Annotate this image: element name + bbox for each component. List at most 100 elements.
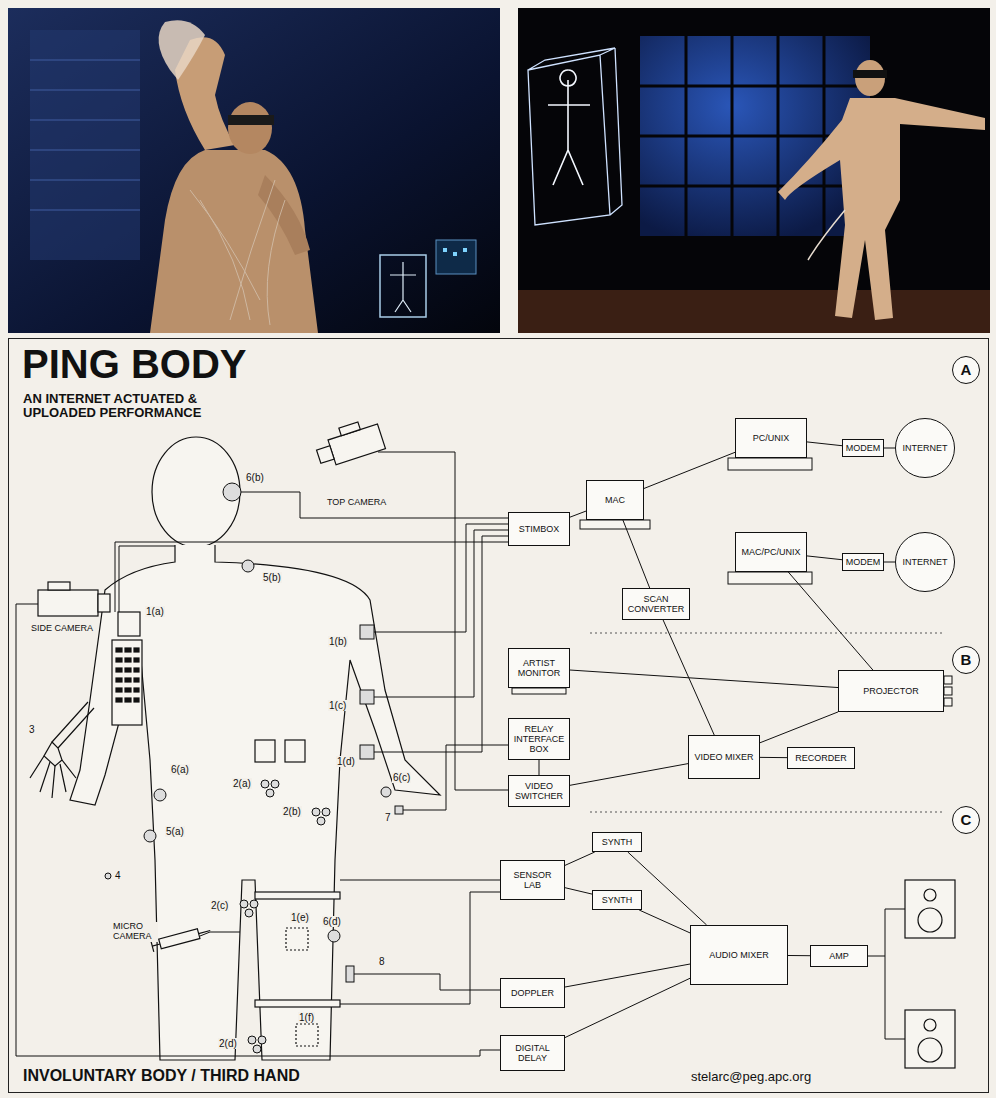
node-text: SYNTH	[602, 895, 633, 905]
connector-line	[565, 964, 690, 987]
mixer-box: AUDIO MIXER	[690, 925, 788, 985]
node-text: MAC	[605, 495, 625, 505]
connector-line	[807, 442, 842, 446]
connector-line	[539, 760, 540, 775]
connector-line	[807, 556, 842, 560]
callout-number: 2(b)	[282, 806, 302, 817]
callout-number: 5(a)	[165, 826, 185, 837]
section-marker: C	[952, 806, 980, 834]
callout-number: 4	[114, 870, 122, 881]
monitor: ARTIST MONITOR	[508, 648, 570, 688]
speaker-symbol	[905, 880, 955, 1068]
signal-wire	[16, 452, 508, 1056]
connector-line	[565, 888, 592, 894]
sensor-box: SENSOR LAB	[500, 860, 565, 900]
computer: PC/UNIX	[735, 418, 807, 458]
connector-line	[788, 572, 873, 670]
synth-box: SYNTH	[592, 890, 642, 910]
network-circle: INTERNET	[895, 418, 955, 478]
node-text: INTERNET	[903, 557, 948, 567]
computer: MAC	[586, 480, 644, 520]
camera-symbol	[38, 416, 385, 952]
callout-number: 3	[28, 724, 36, 735]
callout-number: 2(c)	[210, 900, 229, 911]
recorder-box: RECORDER	[787, 747, 855, 769]
callout-number: 2(a)	[232, 778, 252, 789]
node-text: RELAY INTERFACE BOX	[512, 724, 566, 754]
connector-line	[639, 910, 690, 933]
projector-box: PROJECTOR	[838, 670, 944, 712]
projector-lens	[944, 676, 952, 706]
mixer-box: VIDEO MIXER	[688, 735, 760, 779]
node-text: SCAN CONVERTER	[626, 594, 686, 614]
node-text: B	[961, 652, 972, 669]
node-text: C	[961, 812, 972, 829]
node-text: A	[961, 362, 972, 379]
node-text: MAC/PC/UNIX	[741, 547, 800, 557]
node-text: ARTIST MONITOR	[512, 658, 566, 678]
node-text: STIMBOX	[519, 524, 560, 534]
connector-line	[565, 852, 595, 865]
connector-line	[884, 448, 895, 449]
callout-number: 1(c)	[328, 700, 347, 711]
connector-line	[644, 452, 735, 488]
connector-line	[884, 562, 895, 563]
callout-number: 1(d)	[336, 756, 356, 767]
body-figure	[30, 437, 440, 1060]
connector-line	[565, 978, 690, 1037]
connector-line	[570, 511, 586, 517]
network-circle: INTERNET	[895, 532, 955, 592]
synth-box: SYNTH	[592, 832, 642, 852]
connector-line	[788, 955, 810, 956]
node-text: SYNTH	[602, 837, 633, 847]
diagram-frame	[9, 339, 989, 1093]
modem-box: MODEM	[842, 439, 884, 457]
callout-number: 1(a)	[145, 606, 165, 617]
title: PING BODY	[22, 344, 246, 384]
part-label: TOP CAMERA	[326, 498, 387, 508]
callout-number: 6(a)	[170, 764, 190, 775]
node-text: SENSOR LAB	[504, 870, 561, 890]
callout-number: 2(d)	[218, 1038, 238, 1049]
relay-box: RELAY INTERFACE BOX	[508, 718, 570, 760]
computer: MAC/PC/UNIX	[735, 532, 807, 572]
callout-number: 6(d)	[322, 916, 342, 927]
node-text: VIDEO MIXER	[694, 752, 753, 762]
node-text: MODEM	[846, 557, 881, 567]
callout-number: 1(e)	[290, 912, 310, 923]
effect-box: DIGITAL DELAY	[500, 1035, 565, 1071]
connector-line	[570, 764, 688, 786]
callout-number: 7	[384, 812, 392, 823]
connector-line	[760, 712, 838, 743]
connector-line	[623, 520, 650, 588]
effect-box: DOPPLER	[500, 978, 565, 1008]
node-text: DOPPLER	[511, 988, 554, 998]
callout-number: 5(b)	[262, 572, 282, 583]
section-marker: A	[952, 356, 980, 384]
node-text: VIDEO SWITCHER	[512, 781, 566, 801]
callout-number: 1(f)	[298, 1012, 315, 1023]
callout-number: 6(b)	[245, 472, 265, 483]
connector-line	[570, 670, 838, 688]
callout-number: 8	[378, 956, 386, 967]
node-text: MODEM	[846, 443, 881, 453]
node-text: PROJECTOR	[863, 686, 918, 696]
section-marker: B	[952, 646, 980, 674]
performance-photo	[8, 8, 500, 333]
node-text: INTERNET	[903, 443, 948, 453]
note-text: stelarc@peg.apc.org	[690, 1070, 812, 1084]
amp-box: AMP	[810, 945, 868, 967]
caption: INVOLUNTARY BODY / THIRD HAND	[22, 1067, 301, 1085]
connector-line	[628, 852, 707, 925]
part-label: SIDE CAMERA	[30, 624, 94, 634]
callout-number: 6(c)	[392, 772, 411, 783]
note-text: AN INTERNET ACTUATED & UPLOADED PERFORMA…	[22, 392, 239, 421]
switcher-box: VIDEO SWITCHER	[508, 775, 570, 807]
performance-photo	[518, 8, 990, 333]
electrode	[105, 483, 403, 1053]
section-divider	[590, 633, 944, 812]
callout-number: 1(b)	[328, 636, 348, 647]
stimulator-box: STIMBOX	[508, 512, 570, 546]
node-text: RECORDER	[795, 753, 847, 763]
